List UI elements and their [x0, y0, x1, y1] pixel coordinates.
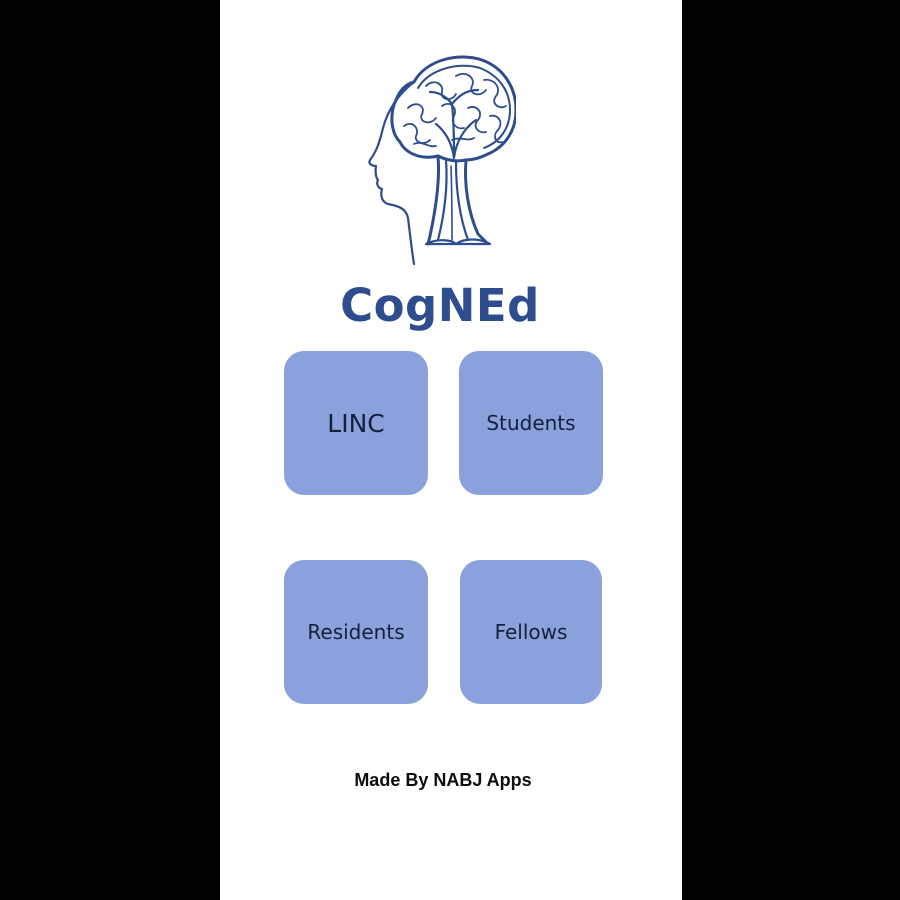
app-screen: CogNEd LINC Students Residents Fellows M…	[220, 0, 682, 900]
residents-label: Residents	[307, 620, 405, 644]
head-brain-tree-icon	[368, 55, 516, 266]
app-title: CogNEd	[340, 279, 540, 332]
linc-button[interactable]: LINC	[284, 351, 428, 495]
fellows-label: Fellows	[494, 620, 568, 644]
linc-label: LINC	[327, 408, 385, 438]
students-label: Students	[486, 411, 576, 435]
fellows-button[interactable]: Fellows	[460, 560, 602, 704]
footer-credit: Made By NABJ Apps	[354, 770, 532, 790]
students-button[interactable]: Students	[459, 351, 603, 495]
residents-button[interactable]: Residents	[284, 560, 428, 704]
